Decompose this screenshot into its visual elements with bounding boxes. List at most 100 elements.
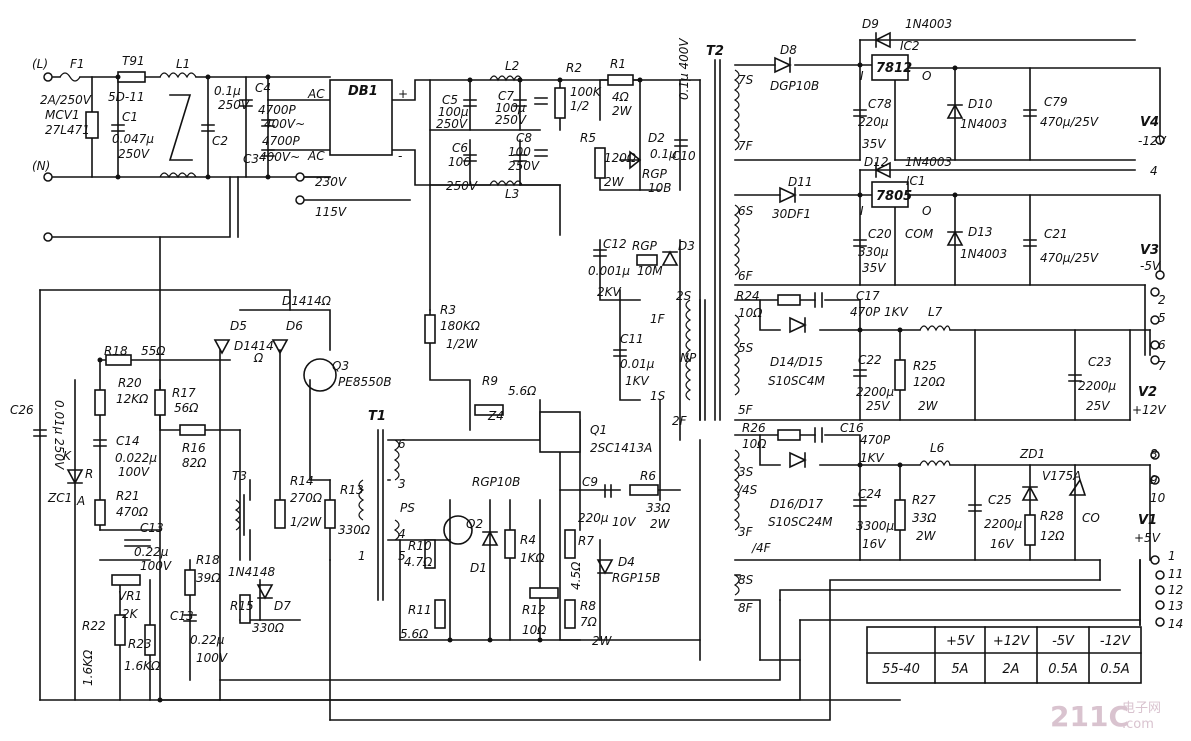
label-C21: C21 — [1044, 227, 1068, 241]
resistor-R11 — [434, 599, 446, 629]
diode-D16-D17 — [789, 451, 807, 469]
capacitor-C26 — [33, 429, 47, 437]
resistor-R12 — [529, 587, 559, 599]
label-R16-val: 82Ω — [182, 456, 207, 470]
label-C13-v: 100V — [196, 651, 228, 665]
diode-D13 — [946, 230, 964, 246]
resistor-R4 — [504, 529, 516, 559]
transformer-T3 — [234, 499, 241, 531]
label-D10-part: 1N4003 — [960, 117, 1007, 131]
label-C22-val: 2200μ — [856, 385, 895, 399]
watermark-logo: 211C — [1050, 700, 1129, 733]
label-C23-val: 2200μ — [1078, 379, 1117, 393]
label-T2: T2 — [706, 44, 724, 59]
label-C8-v: 250V — [508, 159, 540, 173]
label-C12-val: 0.001μ — [588, 264, 630, 278]
label-D7: D7 — [274, 599, 291, 613]
diode-D1 — [481, 530, 499, 546]
label-C11-val: 0.01μ — [620, 357, 655, 371]
diode-D9 — [874, 31, 891, 49]
table-header-cell: -12V — [1100, 634, 1131, 649]
label-Q1: Q1 — [590, 423, 607, 437]
label-C2: C2 — [212, 134, 228, 148]
diode-D12 — [874, 161, 891, 179]
label-ic-out1: O — [922, 69, 931, 83]
resistor-R26 — [777, 429, 801, 441]
label-Q2: Q2 — [466, 517, 483, 531]
table-header-cell: +5V — [946, 634, 975, 649]
diode-D6 — [271, 339, 289, 355]
label-D3: D3 — [678, 239, 695, 253]
label-IC2-part: 7812 — [876, 61, 912, 76]
label-R6: R6 — [640, 469, 656, 483]
label-R18b: R18 — [196, 553, 220, 567]
label-T1-p3: 3 — [398, 477, 406, 491]
potentiometer-VR1 — [111, 574, 141, 586]
label-ic-out2: O — [922, 204, 931, 218]
label-C25-val: 2200μ — [984, 517, 1023, 531]
label-C79: C79 — [1044, 95, 1068, 109]
label-C13b-val: 0.22μ — [134, 545, 169, 559]
label-R8: R8 — [580, 599, 596, 613]
label-D10: D10 — [968, 97, 993, 111]
label-R5-w: 2W — [604, 175, 625, 189]
label-pin10: 10 — [1150, 491, 1166, 505]
resistor-R27 — [894, 499, 906, 531]
label-w8F: 8F — [738, 601, 754, 615]
choke-L3 — [489, 180, 523, 187]
label-R28: R28 — [1040, 509, 1064, 523]
label-D4-part: RGP15B — [612, 571, 660, 585]
label-Z4: Z4 — [487, 409, 504, 423]
label-R15-val: 330Ω — [252, 621, 285, 635]
label-D2-part: RGP — [642, 167, 668, 181]
wiring — [39, 39, 1161, 721]
label-R9-val: 5.6Ω — [508, 384, 537, 398]
label-pin5: 5 — [1158, 311, 1166, 325]
label-R13: R13 — [340, 483, 364, 497]
resistor-R15 — [239, 594, 251, 624]
resistor-R21 — [94, 499, 106, 526]
label-R20: R20 — [118, 376, 142, 390]
label-R20-val: 12KΩ — [116, 392, 149, 406]
resistor-R8 — [564, 599, 576, 629]
label-V1-val: +5V — [1134, 531, 1161, 545]
label-R11: R11 — [408, 603, 432, 617]
label-C14-v: 100V — [118, 465, 150, 479]
label-pin9: 9 — [1150, 473, 1158, 487]
inductor-L6 — [919, 460, 951, 467]
label-C11-v: 1KV — [625, 374, 650, 388]
label-C9-val: 220μ — [578, 511, 609, 525]
label-R27: R27 — [912, 493, 936, 507]
label-D14-D15: D14/D15 — [770, 355, 823, 369]
label-C3-v: 400V~ — [259, 150, 300, 164]
table-cell: 55-40 — [882, 662, 920, 677]
resistor-R22 — [114, 614, 126, 646]
label-w6F: 6F — [738, 269, 754, 283]
resistor-RGP10M — [636, 254, 658, 266]
labels: (L) (N) F1 2A/250V MCV1 27L471 T91 5D-11… — [10, 17, 1183, 686]
label-R25: R25 — [913, 359, 937, 373]
table-header-cell: +12V — [993, 634, 1030, 649]
label-C11: C11 — [620, 332, 644, 346]
scr-CO — [1068, 478, 1087, 496]
label-R22: R22 — [82, 619, 106, 633]
label-ZD1: ZD1 — [1019, 447, 1045, 461]
varistor-MCV1 — [85, 111, 99, 139]
components — [33, 31, 1087, 656]
capacitor-C9 — [604, 484, 612, 498]
diode-D11 — [779, 186, 797, 204]
label-V1: V1 — [1138, 513, 1157, 528]
watermark-site: 电子网 — [1122, 701, 1161, 716]
label-D6: D6 — [286, 319, 303, 333]
label-R14: R14 — [290, 474, 314, 488]
label-R18-val: 55Ω — [141, 344, 166, 358]
label-C20-val: 330μ — [858, 245, 889, 259]
label-pin2: 2 — [1158, 293, 1166, 307]
terminals — [43, 72, 1165, 627]
label-R24: R24 — [736, 289, 760, 303]
label-C26: C26 — [10, 403, 34, 417]
label-CO: CO — [1082, 511, 1100, 525]
label-C21-val: 470μ/25V — [1040, 251, 1099, 265]
transistor-Q2 — [443, 515, 473, 545]
label-C24-val: 3300μ — [856, 519, 895, 533]
